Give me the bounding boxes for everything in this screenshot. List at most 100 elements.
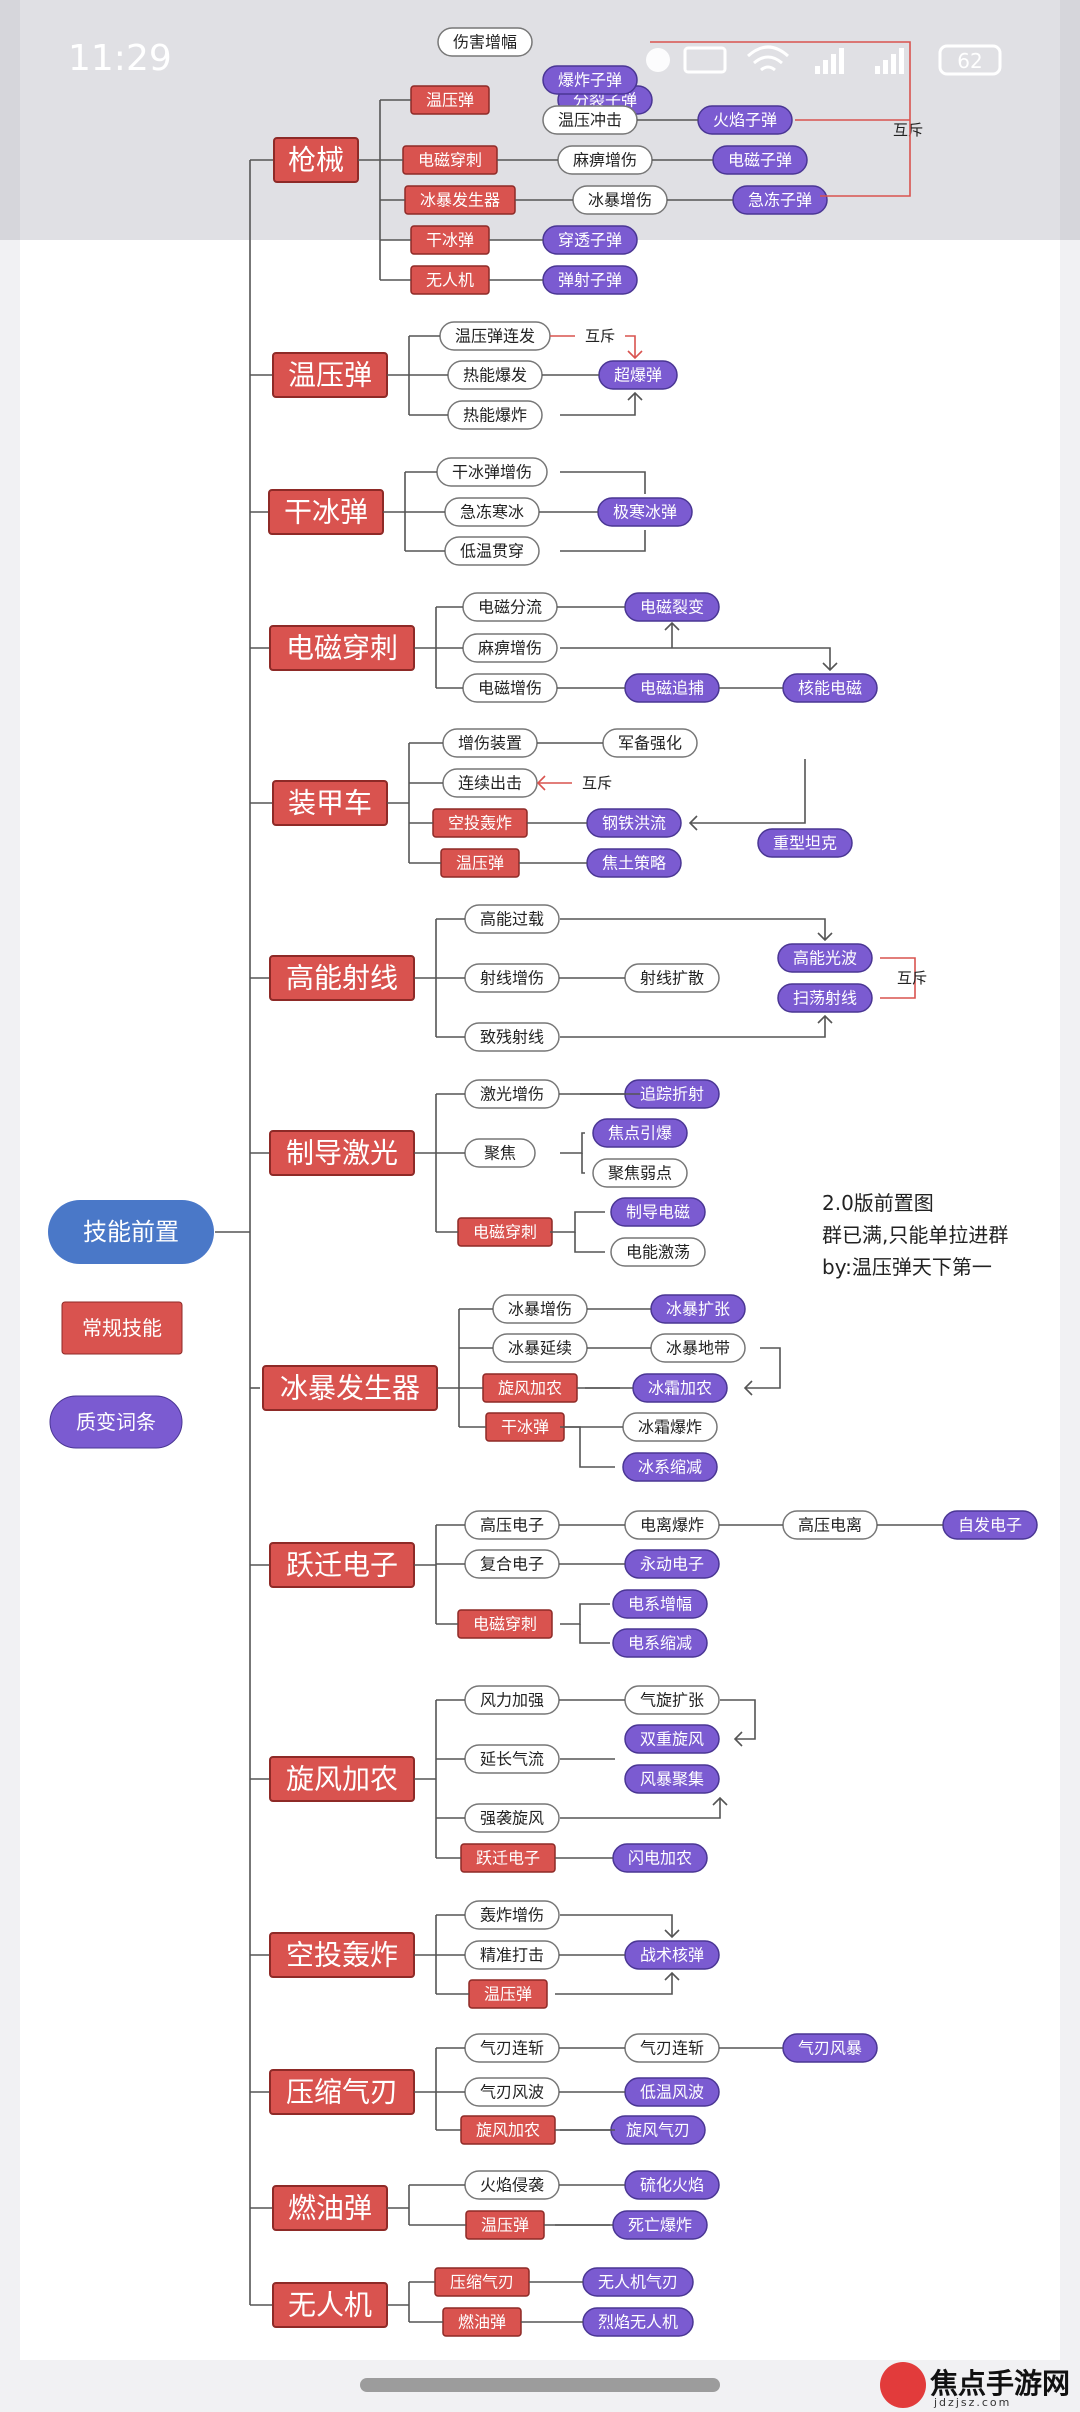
skill-node[interactable]: 干冰弹 — [485, 1412, 565, 1442]
skill-node[interactable]: 极寒冰弹 — [597, 497, 693, 527]
skill-node[interactable]: 扫荡射线 — [777, 983, 873, 1013]
skill-node[interactable]: 电系增幅 — [612, 1589, 708, 1619]
group-node[interactable]: 空投轰炸 — [269, 1932, 415, 1978]
skill-node[interactable]: 高压电子 — [464, 1510, 560, 1540]
skill-node[interactable]: 复合电子 — [464, 1549, 560, 1579]
skill-node[interactable]: 旋风加农 — [482, 1373, 578, 1403]
skill-node[interactable]: 冰暴扩张 — [650, 1294, 746, 1324]
group-node[interactable]: 跃迁电子 — [269, 1542, 415, 1588]
group-node[interactable]: 旋风加农 — [269, 1756, 415, 1802]
skill-node[interactable]: 温压弹 — [410, 85, 490, 115]
skill-node[interactable]: 热能爆炸 — [447, 400, 543, 430]
skill-node[interactable]: 钢铁洪流 — [586, 808, 682, 838]
skill-node[interactable]: 永动电子 — [624, 1549, 720, 1579]
skill-node[interactable]: 压缩气刃 — [434, 2267, 530, 2297]
group-node[interactable]: 电磁穿刺 — [269, 625, 415, 671]
skill-node[interactable]: 麻痹增伤 — [462, 633, 558, 663]
skill-node[interactable]: 聚焦 — [464, 1138, 536, 1168]
skill-node[interactable]: 燃油弹 — [442, 2307, 522, 2337]
skill-node[interactable]: 焦点引爆 — [592, 1118, 688, 1148]
skill-node[interactable]: 电磁裂变 — [624, 592, 720, 622]
skill-node[interactable]: 死亡爆炸 — [612, 2210, 708, 2240]
group-node[interactable]: 燃油弹 — [272, 2185, 388, 2231]
skill-node[interactable]: 电磁子弹 — [712, 145, 808, 175]
skill-node[interactable]: 双重旋风 — [624, 1724, 720, 1754]
skill-node[interactable]: 低温贯穿 — [444, 536, 540, 566]
skill-node[interactable]: 重型坦克 — [757, 828, 853, 858]
root-node[interactable]: 技能前置 — [48, 1200, 214, 1264]
skill-node[interactable]: 闪电加农 — [612, 1843, 708, 1873]
skill-node[interactable]: 军备强化 — [602, 728, 698, 758]
group-node[interactable]: 高能射线 — [269, 955, 415, 1001]
skill-node[interactable]: 气刃风波 — [464, 2077, 560, 2107]
group-node[interactable]: 温压弹 — [272, 352, 388, 398]
skill-node[interactable]: 核能电磁 — [782, 673, 878, 703]
skill-node[interactable]: 温压弹 — [440, 848, 520, 878]
skill-node[interactable]: 气刃连斩 — [464, 2033, 560, 2063]
skill-node[interactable]: 连续出击 — [442, 768, 538, 798]
skill-node[interactable]: 烈焰无人机 — [582, 2307, 694, 2337]
skill-node[interactable]: 气旋扩张 — [624, 1685, 720, 1715]
skill-node[interactable]: 致残射线 — [464, 1022, 560, 1052]
skill-node[interactable]: 射线增伤 — [464, 963, 560, 993]
skill-node[interactable]: 风暴聚集 — [624, 1764, 720, 1794]
group-node[interactable]: 干冰弹 — [268, 489, 384, 535]
skill-node[interactable]: 电磁穿刺 — [402, 145, 498, 175]
skill-node[interactable]: 电磁增伤 — [462, 673, 558, 703]
skill-node[interactable]: 干冰弹 — [410, 225, 490, 255]
skill-node[interactable]: 高能过载 — [464, 904, 560, 934]
skill-node[interactable]: 伤害增幅 — [437, 27, 533, 57]
skill-node[interactable]: 急冻子弹 — [732, 185, 828, 215]
skill-node[interactable]: 温压冲击 — [542, 105, 638, 135]
skill-node[interactable]: 电系缩减 — [612, 1628, 708, 1658]
skill-node[interactable]: 延长气流 — [464, 1744, 560, 1774]
skill-node[interactable]: 爆炸子弹 — [542, 65, 638, 95]
skill-node[interactable]: 温压弹 — [465, 2210, 545, 2240]
skill-node[interactable]: 空投轰炸 — [432, 808, 528, 838]
skill-node[interactable]: 冰暴发生器 — [404, 185, 516, 215]
skill-node[interactable]: 气刃风暴 — [782, 2033, 878, 2063]
skill-node[interactable]: 聚焦弱点 — [592, 1158, 688, 1188]
skill-node[interactable]: 高压电离 — [782, 1510, 878, 1540]
skill-node[interactable]: 冰暴地带 — [650, 1333, 746, 1363]
skill-node[interactable]: 电磁穿刺 — [457, 1609, 553, 1639]
skill-node[interactable]: 跃迁电子 — [460, 1843, 556, 1873]
skill-node[interactable]: 穿透子弹 — [542, 225, 638, 255]
skill-node[interactable]: 干冰弹增伤 — [436, 457, 548, 487]
skill-node[interactable]: 热能爆发 — [447, 360, 543, 390]
skill-node[interactable]: 冰系缩减 — [622, 1452, 718, 1482]
skill-node[interactable]: 战术核弹 — [624, 1940, 720, 1970]
skill-node[interactable]: 气刃连斩 — [624, 2033, 720, 2063]
skill-node[interactable]: 旋风气刃 — [610, 2115, 706, 2145]
skill-node[interactable]: 冰霜加农 — [632, 1373, 728, 1403]
skill-node[interactable]: 电磁追捕 — [624, 673, 720, 703]
skill-node[interactable]: 冰霜爆炸 — [622, 1412, 718, 1442]
skill-node[interactable]: 弹射子弹 — [542, 265, 638, 295]
skill-node[interactable]: 冰暴增伤 — [492, 1294, 588, 1324]
skill-node[interactable]: 增伤装置 — [442, 728, 538, 758]
group-node[interactable]: 制导激光 — [269, 1130, 415, 1176]
group-node[interactable]: 冰暴发生器 — [262, 1365, 438, 1411]
skill-node[interactable]: 冰暴增伤 — [572, 185, 668, 215]
skill-node[interactable]: 旋风加农 — [460, 2115, 556, 2145]
skill-node[interactable]: 高能光波 — [777, 943, 873, 973]
skill-node[interactable]: 电磁穿刺 — [457, 1217, 553, 1247]
skill-node[interactable]: 激光增伤 — [464, 1079, 560, 1109]
skill-node[interactable]: 无人机气刃 — [582, 2267, 694, 2297]
skill-node[interactable]: 风力加强 — [464, 1685, 560, 1715]
skill-node[interactable]: 焦土策略 — [586, 848, 682, 878]
skill-node[interactable]: 轰炸增伤 — [464, 1900, 560, 1930]
skill-node[interactable]: 麻痹增伤 — [557, 145, 653, 175]
skill-node[interactable]: 温压弹 — [468, 1979, 548, 2009]
skill-node[interactable]: 冰暴延续 — [492, 1333, 588, 1363]
skill-node[interactable]: 火焰侵袭 — [464, 2170, 560, 2200]
skill-node[interactable]: 无人机 — [410, 265, 490, 295]
skill-node[interactable]: 急冻寒冰 — [444, 497, 540, 527]
skill-node[interactable]: 电磁分流 — [462, 592, 558, 622]
skill-node[interactable]: 制导电磁 — [610, 1197, 706, 1227]
skill-node[interactable]: 追踪折射 — [624, 1079, 720, 1109]
skill-node[interactable]: 射线扩散 — [624, 963, 720, 993]
skill-node[interactable]: 超爆弹 — [598, 360, 678, 390]
skill-node[interactable]: 电离爆炸 — [624, 1510, 720, 1540]
skill-node[interactable]: 温压弹连发 — [439, 321, 551, 351]
